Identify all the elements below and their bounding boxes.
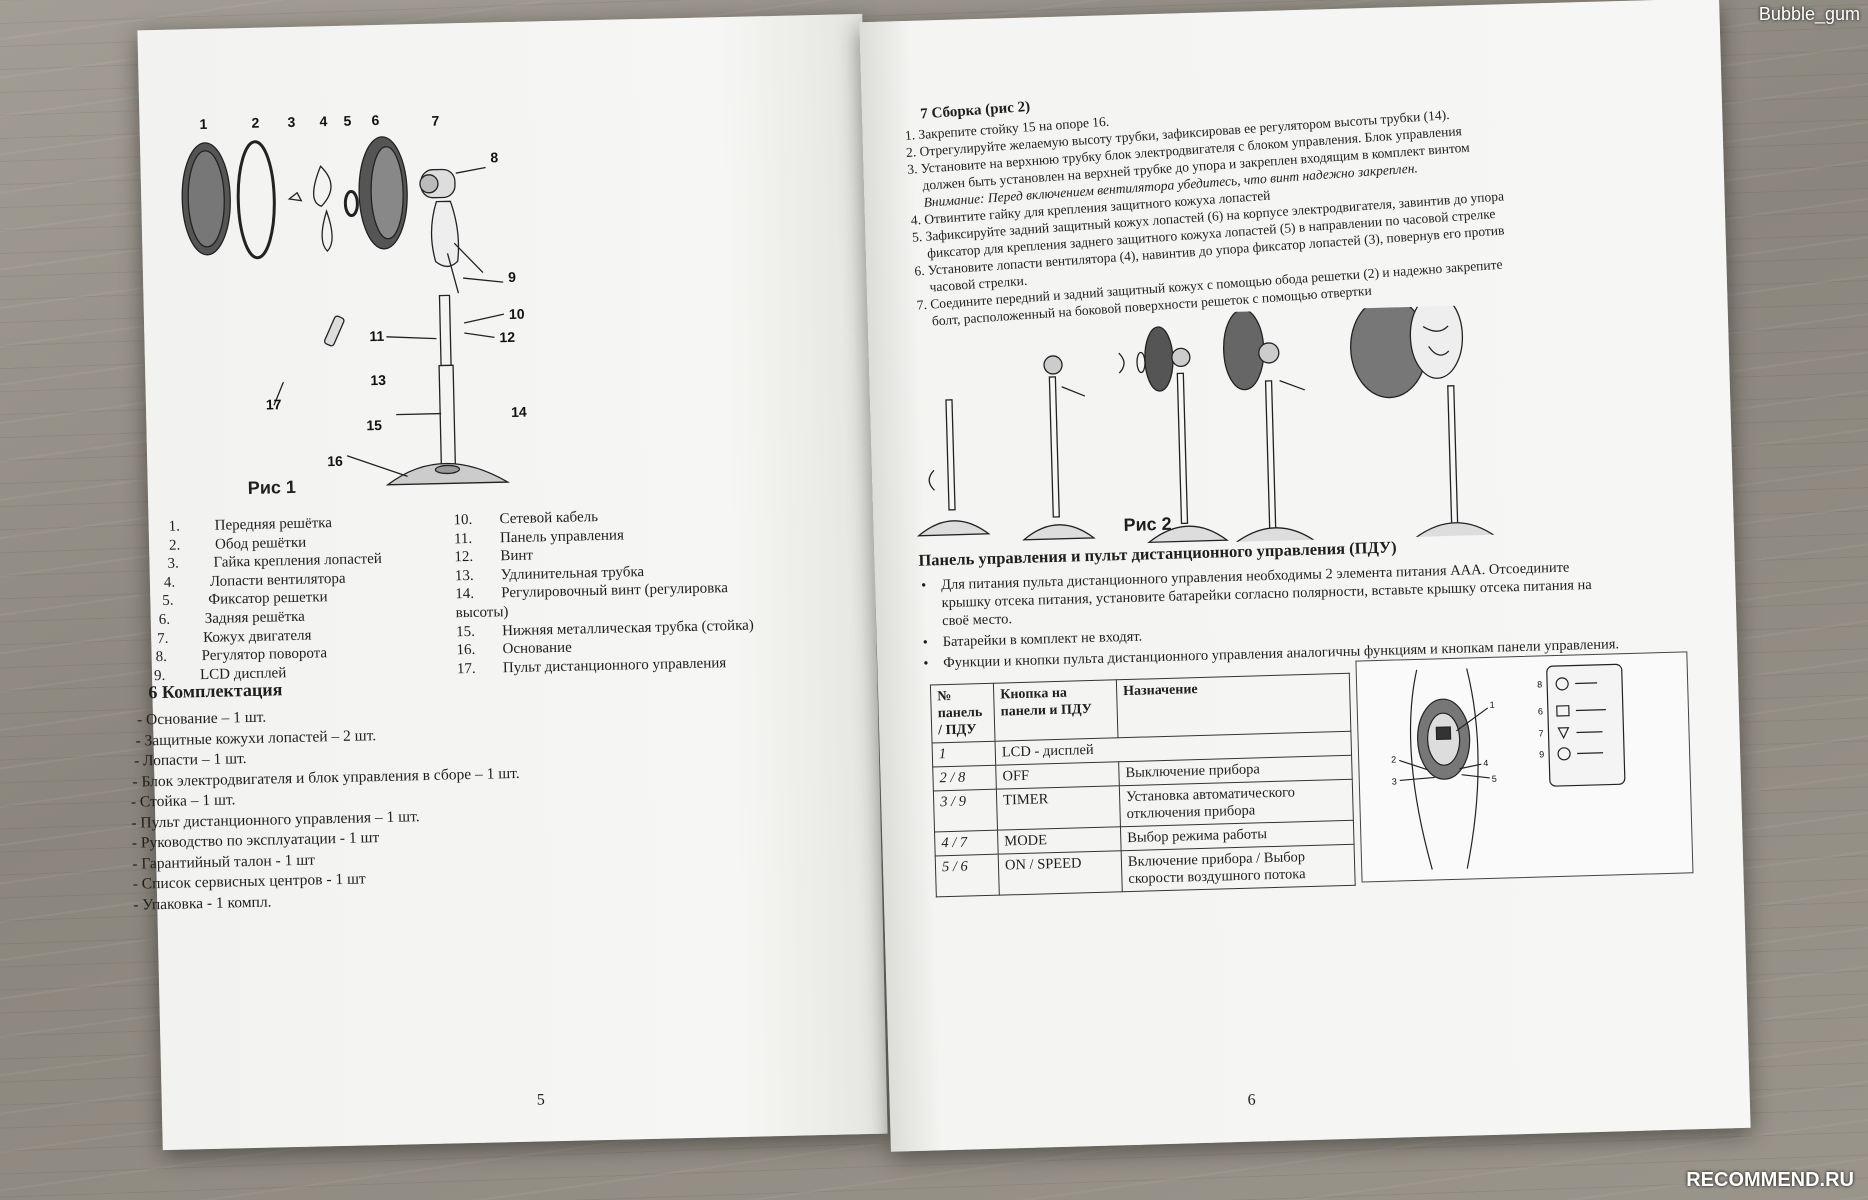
left-page: 1 2 3 4 5 6 7 8 9 10 11 12 13 14 15 16 1… <box>131 13 888 1151</box>
ill-callout-2: 2 <box>1391 755 1396 765</box>
header-num: № панель / ПДУ <box>930 683 996 743</box>
callout-4: 4 <box>319 113 327 129</box>
callout-1: 1 <box>199 116 207 132</box>
kit-section-title: 6 Комплектация <box>148 679 283 703</box>
callout-11: 11 <box>369 328 384 344</box>
callout-3: 3 <box>287 114 295 130</box>
ill-callout-7: 7 <box>1538 728 1543 738</box>
callout-7: 7 <box>431 113 439 129</box>
callout-14: 14 <box>511 404 527 420</box>
assembly-steps: 1. Закрепите стойку 15 на опоре 16. 2. О… <box>904 86 1510 331</box>
ill-callout-1: 1 <box>1490 700 1495 710</box>
callout-8: 8 <box>490 149 498 165</box>
kit-list: - Основание – 1 шт. - Защитные кожухи ло… <box>129 702 523 916</box>
parts-list-col-1: 1.Передняя решётка 2.Обод решётки 3.Гайк… <box>150 513 384 686</box>
page-number-left: 5 <box>536 1091 545 1109</box>
figure-2-assembly-steps <box>916 303 1498 545</box>
ill-callout-8: 8 <box>1537 679 1542 689</box>
ill-callout-6: 6 <box>1538 706 1543 716</box>
callout-10: 10 <box>509 306 525 322</box>
ill-callout-5: 5 <box>1492 774 1497 784</box>
pdu-buttons-table: № панель / ПДУ Кнопка на панели и ПДУ На… <box>930 673 1356 898</box>
right-page: 7 Сборка (рис 2) 1. Закрепите стойку 15 … <box>859 0 1751 1152</box>
callout-17: 17 <box>266 396 282 412</box>
figure-2-caption: Рис 2 <box>1123 513 1172 536</box>
header-purpose: Назначение <box>1116 673 1351 738</box>
callout-15: 15 <box>366 417 382 433</box>
callout-2: 2 <box>251 115 259 131</box>
control-panel-illustration: 1 2 3 4 5 6 7 8 9 <box>1355 651 1694 883</box>
callout-6: 6 <box>371 112 379 128</box>
callout-12: 12 <box>499 329 515 345</box>
header-button: Кнопка на панели и ПДУ <box>993 679 1118 742</box>
ill-callout-3: 3 <box>1392 777 1397 787</box>
panel-and-remote-drawing: 1 2 3 4 5 6 7 8 9 <box>1391 663 1626 870</box>
watermark-author: Bubble_gum <box>1758 4 1860 24</box>
callout-16: 16 <box>327 453 343 469</box>
callout-9: 9 <box>508 269 516 285</box>
watermark-site: RECOMMEND.RU <box>1686 1169 1854 1191</box>
parts-list-col-2: 10.Сетевой кабель 11.Панель управления 1… <box>453 505 755 679</box>
callout-13: 13 <box>370 372 386 388</box>
figure-1-caption: Рис 1 <box>247 476 297 498</box>
ill-callout-4: 4 <box>1483 758 1488 768</box>
callout-5: 5 <box>343 113 351 129</box>
figure-1-exploded-fan: 1 2 3 4 5 6 7 8 9 10 11 12 13 14 15 16 1… <box>181 112 527 486</box>
page-number-right: 6 <box>1247 1091 1256 1109</box>
ill-callout-9: 9 <box>1539 749 1544 759</box>
